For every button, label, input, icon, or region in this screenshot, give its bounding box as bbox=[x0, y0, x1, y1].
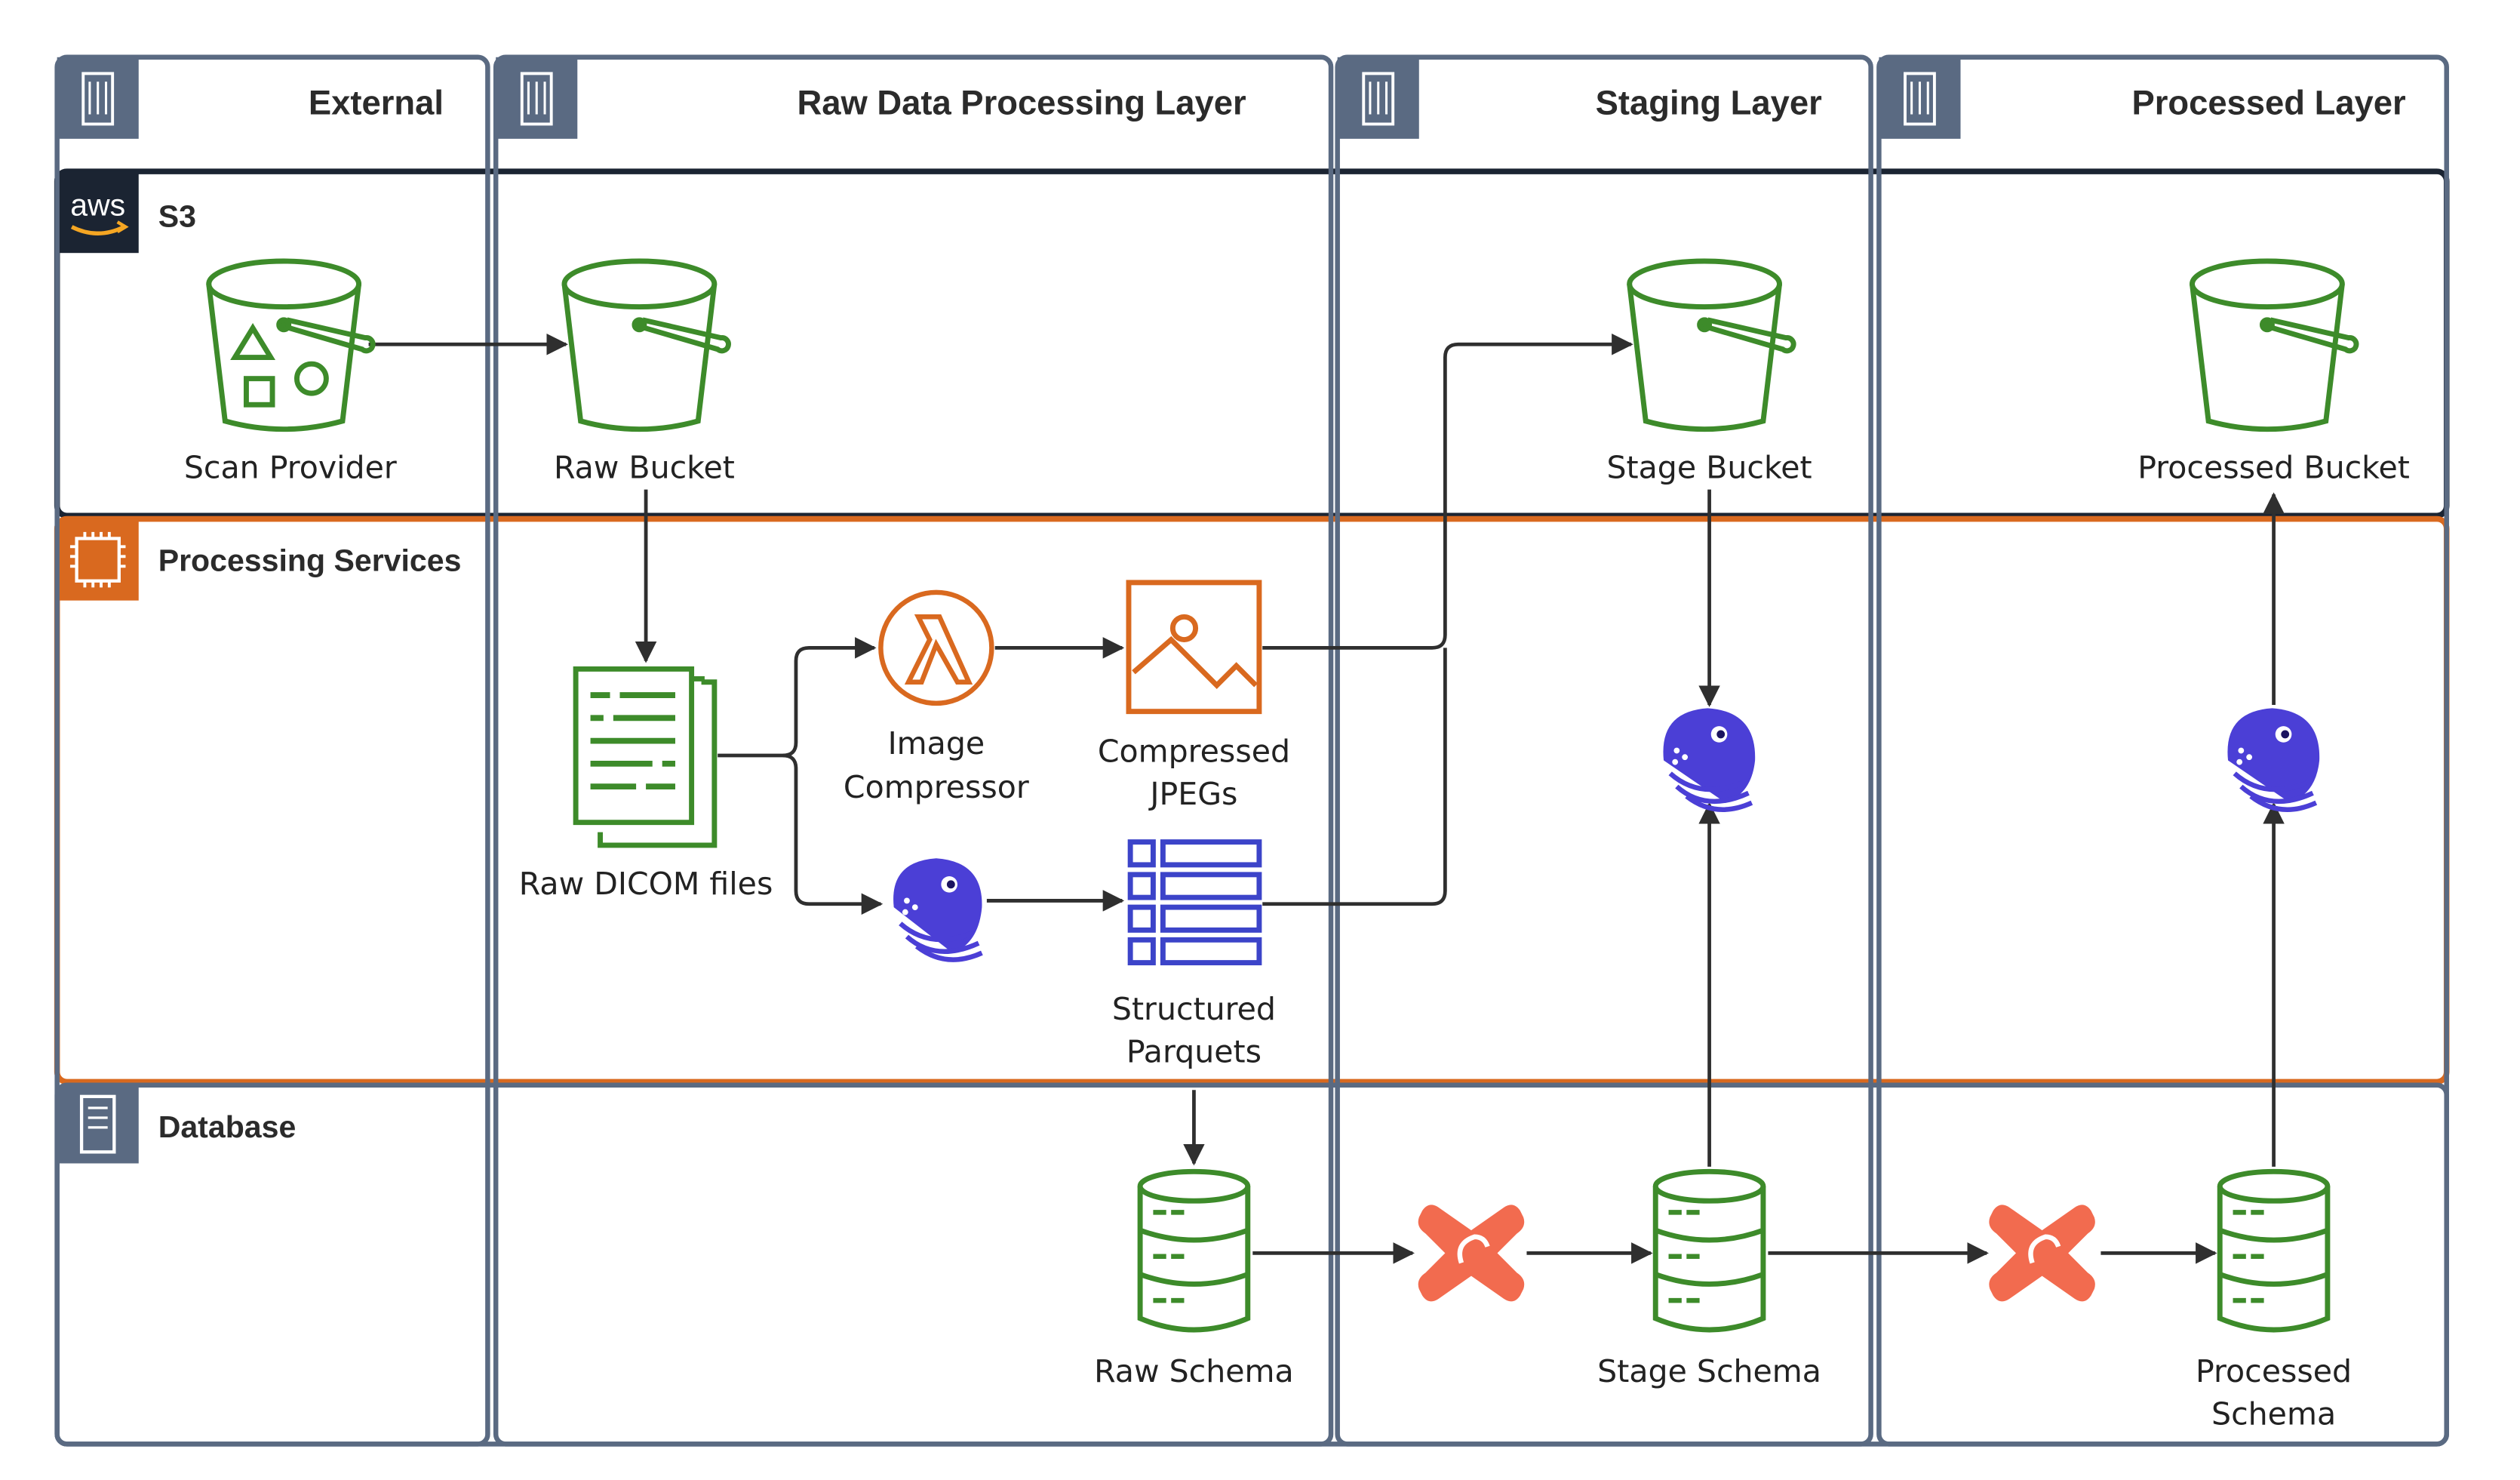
aws-logo-text: aws bbox=[70, 187, 125, 222]
image-compressor-label-line1: Image bbox=[888, 725, 985, 762]
image-compressor-node[interactable]: Image Compressor bbox=[844, 589, 1029, 805]
raw-bucket-label: Raw Bucket bbox=[554, 450, 735, 486]
dagster-processed-node[interactable] bbox=[2227, 708, 2320, 812]
image-compressor-label-line2: Compressor bbox=[844, 769, 1029, 805]
s3-bucket-icon bbox=[561, 258, 731, 432]
lane-title-database: Database bbox=[158, 1109, 297, 1144]
processed-schema-label-line1: Processed bbox=[2196, 1353, 2352, 1389]
raw-dicom-label: Raw DICOM files bbox=[519, 866, 773, 902]
building-icon bbox=[1879, 57, 1961, 139]
edge-parquets-to-stage-bucket bbox=[1262, 648, 1447, 906]
database-icon bbox=[1137, 1168, 1251, 1333]
compressed-jpegs-node[interactable]: Compressed JPEGs bbox=[1098, 580, 1290, 812]
dagster-octopus-icon bbox=[1663, 708, 1756, 812]
dbt-stage-node[interactable] bbox=[1418, 1205, 1525, 1302]
database-icon bbox=[1652, 1168, 1766, 1333]
processed-bucket-label: Processed Bucket bbox=[2137, 450, 2410, 486]
lane-title-s3: S3 bbox=[158, 199, 196, 234]
database-server-icon bbox=[57, 1085, 139, 1164]
dbt-icon bbox=[1989, 1205, 2095, 1302]
aws-logo-icon: aws bbox=[57, 171, 139, 254]
raw-schema-label: Raw Schema bbox=[1094, 1353, 1294, 1389]
column-title-staging: Staging Layer bbox=[1596, 83, 1822, 122]
dagster-stage-node[interactable] bbox=[1663, 708, 1756, 812]
s3-bucket-objects-icon bbox=[206, 258, 376, 432]
column-title-raw: Raw Data Processing Layer bbox=[797, 83, 1246, 122]
s3-bucket-icon bbox=[1627, 258, 1796, 432]
column-raw-data-processing: Raw Data Processing Layer bbox=[493, 54, 1334, 1447]
dbt-icon bbox=[1418, 1205, 1525, 1302]
structured-parquets-label-line1: Structured bbox=[1112, 991, 1276, 1027]
structured-parquets-label-line2: Parquets bbox=[1126, 1033, 1262, 1069]
column-processed: Processed Layer bbox=[1876, 54, 2449, 1447]
stage-bucket-label: Stage Bucket bbox=[1606, 450, 1812, 486]
stage-schema-node[interactable]: Stage Schema bbox=[1597, 1168, 1821, 1389]
processed-schema-label-line2: Schema bbox=[2211, 1395, 2336, 1432]
raw-dicom-node[interactable]: Raw DICOM files bbox=[519, 666, 773, 902]
stage-bucket-node[interactable]: Stage Bucket bbox=[1606, 258, 1812, 486]
edge-dicom-to-dagster bbox=[782, 753, 884, 915]
documents-icon bbox=[573, 666, 718, 848]
stage-schema-label: Stage Schema bbox=[1597, 1353, 1821, 1389]
column-title-external: External bbox=[309, 83, 444, 122]
edge-jpegs-to-stage-bucket bbox=[1262, 333, 1633, 650]
lane-title-processing: Processing Services bbox=[158, 543, 462, 578]
dagster-octopus-icon bbox=[2227, 708, 2320, 812]
processed-bucket-node[interactable]: Processed Bucket bbox=[2137, 258, 2410, 486]
column-staging: Staging Layer bbox=[1335, 54, 1873, 1447]
dagster-octopus-icon bbox=[893, 858, 983, 962]
edges bbox=[368, 333, 2285, 1264]
chip-icon bbox=[57, 518, 139, 601]
scan-provider-node[interactable]: Scan Provider bbox=[184, 258, 397, 486]
building-icon bbox=[1337, 57, 1419, 139]
edge-dicom-to-compressor bbox=[718, 637, 877, 758]
compressed-jpegs-label-line1: Compressed bbox=[1098, 734, 1290, 770]
s3-bucket-icon bbox=[2190, 258, 2359, 432]
raw-bucket-node[interactable]: Raw Bucket bbox=[554, 258, 735, 486]
dbt-processed-node[interactable] bbox=[1989, 1205, 2095, 1302]
image-icon bbox=[1126, 580, 1262, 715]
column-title-processed: Processed Layer bbox=[2131, 83, 2405, 122]
lambda-icon bbox=[878, 589, 994, 706]
database-icon bbox=[2217, 1168, 2331, 1333]
structured-parquets-node[interactable]: Structured Parquets bbox=[1112, 839, 1276, 1070]
table-icon bbox=[1127, 839, 1262, 966]
scan-provider-label: Scan Provider bbox=[184, 450, 397, 486]
column-external: External bbox=[54, 54, 490, 1447]
compressed-jpegs-label-line2: JPEGs bbox=[1148, 776, 1237, 812]
lane-database: Database bbox=[54, 1082, 2449, 1447]
building-icon bbox=[496, 57, 578, 139]
raw-schema-node[interactable]: Raw Schema bbox=[1094, 1168, 1294, 1389]
building-icon bbox=[57, 57, 139, 139]
processed-schema-node[interactable]: Processed Schema bbox=[2196, 1168, 2352, 1432]
dagster-extract-node[interactable] bbox=[893, 858, 983, 962]
